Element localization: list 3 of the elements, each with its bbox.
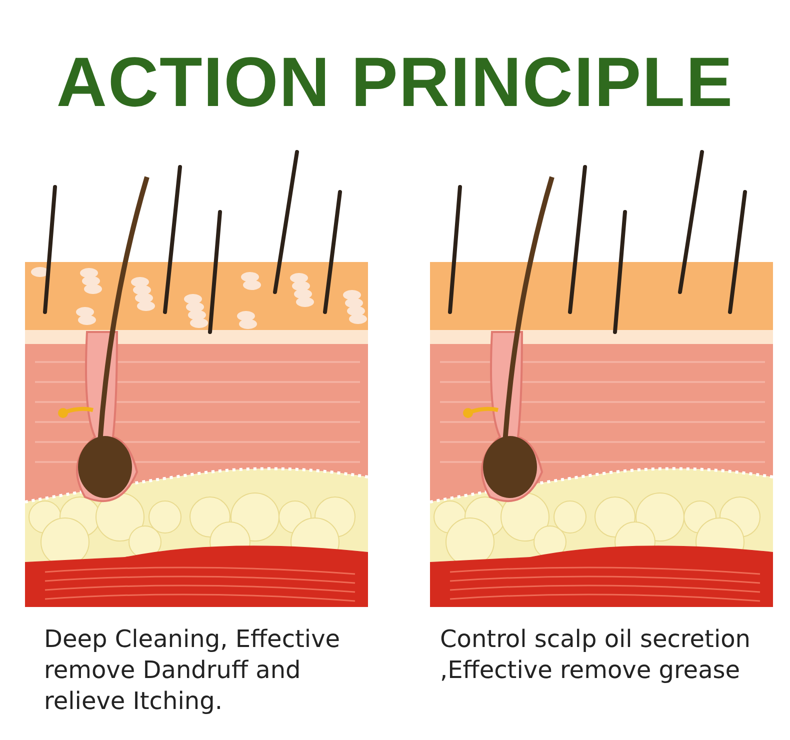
caption-text: Control scalp oil secretion ,Effective remove grease: [440, 624, 752, 686]
caption-text: Deep Cleaning, Effective remove Dandruff and relieve Itching.: [44, 624, 342, 717]
title: ACTION PRINCIPLE: [55, 42, 735, 122]
